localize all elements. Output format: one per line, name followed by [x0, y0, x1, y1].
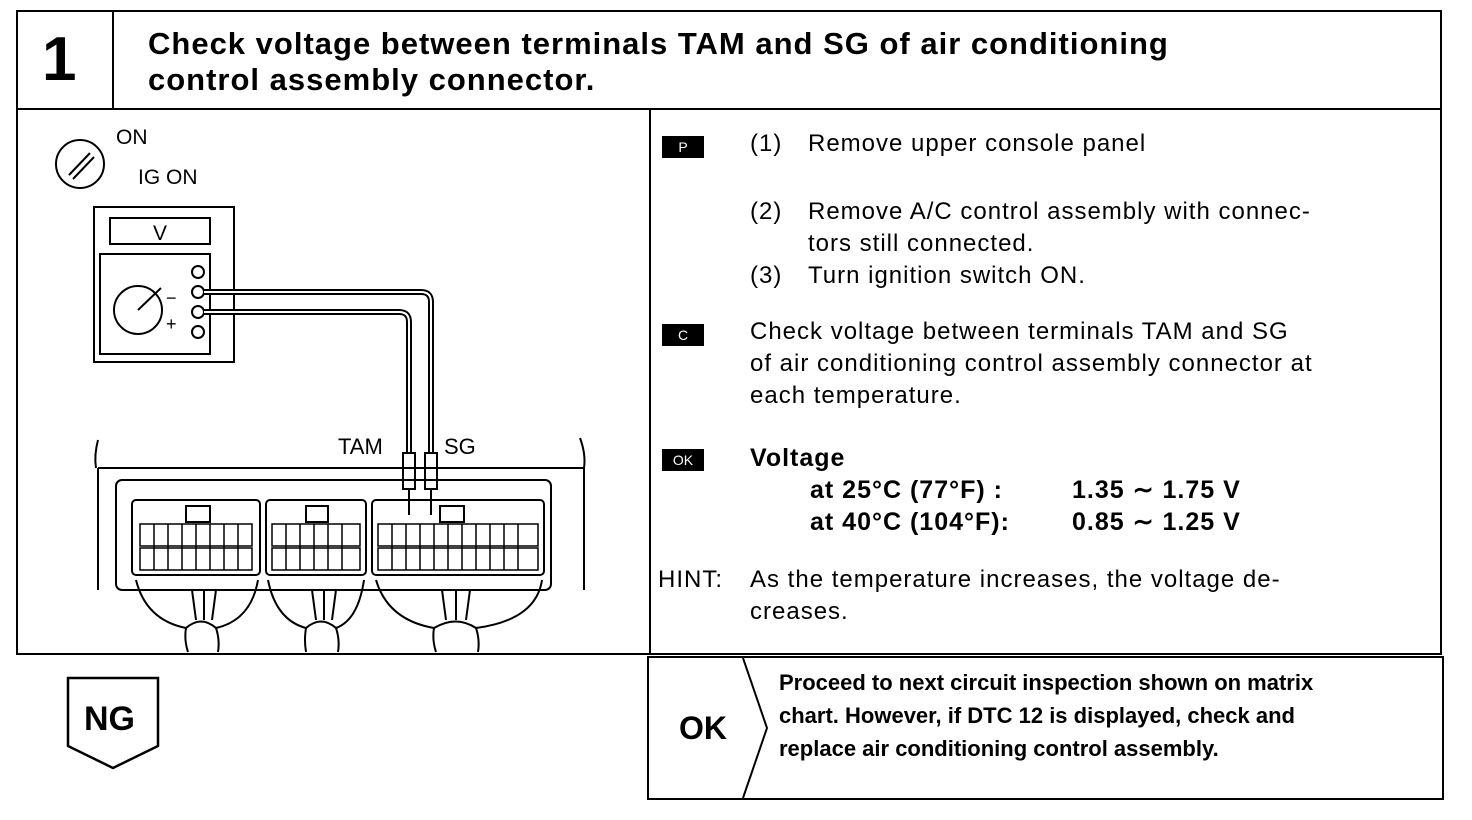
ok-line-3: replace air conditioning control assembl…	[779, 736, 1219, 761]
step-number-box: 1	[18, 12, 114, 108]
badge-c: C	[662, 324, 704, 346]
meter-v-label: V	[153, 222, 167, 245]
step-1-number: (1)	[750, 130, 783, 157]
voltage-row-40c-temp: at 40°C (104°F):	[810, 508, 1010, 536]
voltage-title: Voltage	[750, 444, 846, 472]
ng-label: NG	[84, 700, 135, 738]
ok-result-box: OK Proceed to next circuit inspection sh…	[647, 656, 1444, 800]
hint-label: HINT:	[658, 566, 723, 593]
meter-minus-label: −	[166, 288, 177, 308]
check-line-1: Check voltage between terminals TAM and …	[750, 318, 1289, 345]
meter-plus-label: +	[166, 314, 177, 334]
wiring-diagram: ON IG ON V − + TAM SG	[55, 126, 586, 653]
step-1-text: Remove upper console panel	[808, 130, 1147, 157]
step-2-line-1: Remove A/C control assembly with connec-	[808, 198, 1311, 225]
check-line-3: each temperature.	[750, 382, 962, 409]
badge-p: P	[662, 136, 704, 158]
ok-label: OK	[679, 710, 727, 746]
hint-line-1: As the temperature increases, the voltag…	[750, 566, 1281, 593]
voltmeter-icon	[93, 206, 235, 363]
procedure-step-1: (1) Remove upper console panel	[750, 128, 1146, 160]
probe-leads	[204, 289, 438, 515]
check-line-2: of air conditioning control assembly con…	[750, 350, 1313, 377]
badge-ok: OK	[662, 449, 704, 471]
step-2-number: (2)	[750, 198, 783, 225]
step-title-line-1: Check voltage between terminals TAM and …	[148, 26, 1169, 61]
step-title: Check voltage between terminals TAM and …	[148, 26, 1408, 98]
switch-ig-on-label: IG ON	[138, 166, 198, 189]
ok-line-1: Proceed to next circuit inspection shown…	[779, 670, 1314, 695]
procedure-step-2: (2) Remove A/C control assembly with conn…	[750, 196, 1311, 260]
procedure-step-3: (3) Turn ignition switch ON.	[750, 260, 1086, 292]
ok-line-2: chart. However, if DTC 12 is displayed, …	[779, 703, 1295, 728]
step-3-text: Turn ignition switch ON.	[808, 262, 1086, 289]
check-instruction: Check voltage between terminals TAM and …	[750, 316, 1313, 412]
step-frame: 1 Check voltage between terminals TAM an…	[16, 10, 1442, 655]
sg-label: SG	[444, 434, 476, 459]
hint-text: As the temperature increases, the voltag…	[750, 564, 1281, 628]
voltage-row-40c: at 40°C (104°F): 0.85 ∼ 1.25 V	[810, 506, 1241, 538]
step-2-line-2: tors still connected.	[808, 230, 1035, 257]
tam-label: TAM	[338, 434, 383, 459]
ok-divider-chevron	[742, 658, 769, 799]
column-divider	[649, 108, 651, 655]
voltage-row-25c-temp: at 25°C (77°F) :	[810, 476, 1003, 504]
title-divider	[18, 108, 1440, 110]
voltage-row-25c-value: 1.35 ∼ 1.75 V	[1072, 476, 1241, 504]
step-number: 1	[42, 25, 77, 94]
ng-tag-icon	[66, 676, 160, 770]
control-assembly-connector-icon	[94, 437, 586, 653]
voltage-row-25c: at 25°C (77°F) : 1.35 ∼ 1.75 V	[810, 474, 1241, 506]
switch-on-label: ON	[116, 126, 148, 149]
step-title-line-2: control assembly connector.	[148, 62, 596, 97]
ignition-switch-icon	[55, 139, 105, 189]
ok-instruction: Proceed to next circuit inspection shown…	[779, 666, 1439, 765]
hint-line-2: creases.	[750, 598, 849, 625]
step-3-number: (3)	[750, 262, 783, 289]
voltage-row-40c-value: 0.85 ∼ 1.25 V	[1072, 508, 1241, 536]
